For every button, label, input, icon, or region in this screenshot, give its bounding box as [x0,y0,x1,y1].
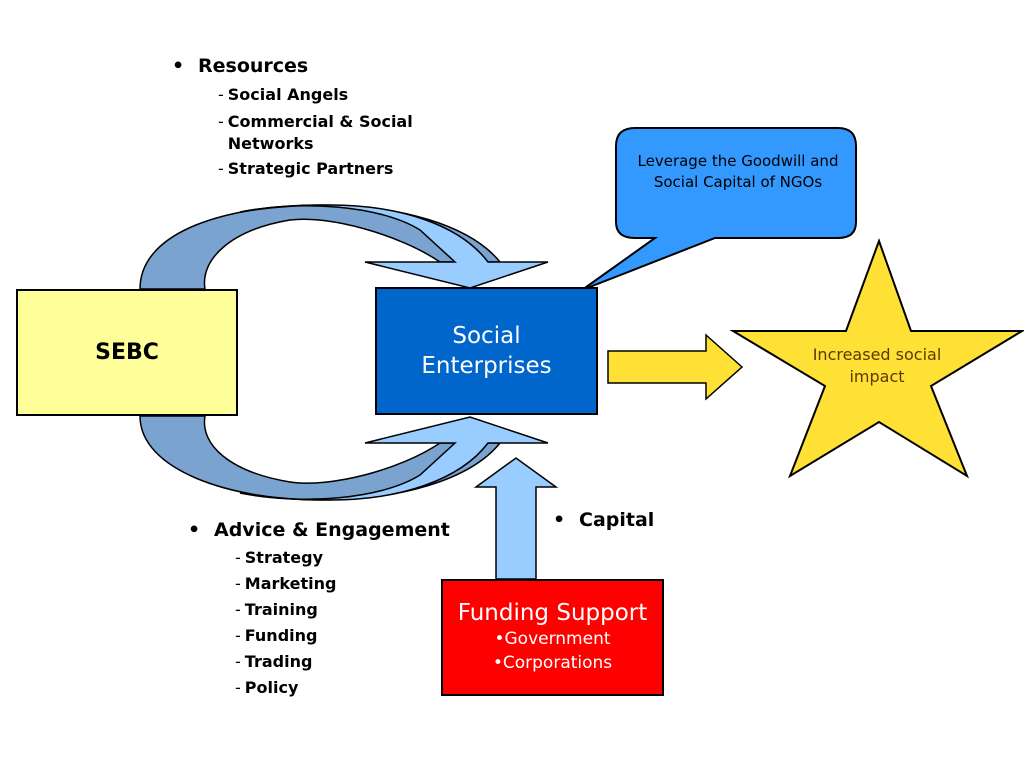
advice-item-text: Marketing [244,574,337,593]
dash-glyph: - [235,626,241,645]
callout-text: Leverage the Goodwill and Social Capital… [637,152,839,191]
advice-item-text: Training [244,600,318,619]
resources-item-text: Social Angels [227,85,349,104]
dash-glyph: - [218,112,224,131]
advice-item-text: Trading [244,652,313,671]
dash-glyph: - [235,652,241,671]
funding-item-corporations: •Corporations [492,653,613,673]
resources-heading: • Resources [172,55,308,77]
advice-item: -Strategy [235,545,336,571]
advice-item-text: Policy [244,678,299,697]
advice-item-text: Strategy [244,548,324,567]
bullet-glyph: • [188,519,201,541]
resources-item: -Commercial & Social Networks [218,111,448,155]
bottom-cycle-arrow-back [139,415,502,501]
dash-glyph: - [235,600,241,619]
impact-star [729,238,1024,479]
advice-list: -Strategy -Marketing -Training -Funding … [235,545,336,701]
resources-list: -Social Angels -Commercial & Social Netw… [218,82,448,182]
advice-item: -Trading [235,649,336,675]
callout-bubble [581,127,857,291]
funding-support-box: Funding Support •Government •Corporation… [441,579,664,696]
social-enterprises-box: Social Enterprises [375,287,598,415]
funding-item-government: •Government [494,629,611,649]
capital-up-arrow [473,457,559,580]
advice-heading-text: Advice & Engagement [214,519,450,541]
advice-item: -Policy [235,675,336,701]
advice-item: -Marketing [235,571,336,597]
dash-glyph: - [218,159,224,178]
dash-glyph: - [235,548,241,567]
top-cycle-arrow-back [139,204,502,290]
advice-item: -Training [235,597,336,623]
capital-heading: • Capital [553,509,654,531]
impact-arrow [607,333,744,401]
resources-item: -Strategic Partners [218,156,448,182]
advice-item: -Funding [235,623,336,649]
dash-glyph: - [218,85,224,104]
social-enterprises-line2: Enterprises [421,353,552,379]
resources-heading-text: Resources [198,55,309,77]
sebc-box: SEBC [16,289,238,416]
funding-support-title: Funding Support [457,600,648,626]
dash-glyph: - [235,574,241,593]
resources-item: -Social Angels [218,82,448,108]
sebc-label: SEBC [95,340,159,365]
resources-item-text: Strategic Partners [227,159,394,178]
bullet-glyph: • [553,509,566,531]
resources-item-text: Commercial & Social Networks [227,112,413,153]
capital-heading-text: Capital [579,509,655,531]
advice-heading: • Advice & Engagement [188,519,450,541]
bullet-glyph: • [172,55,185,77]
advice-item-text: Funding [244,626,318,645]
dash-glyph: - [235,678,241,697]
top-cycle-arrow-front [239,204,549,289]
bottom-cycle-arrow-front [239,416,549,501]
star-text: Increased social impact [812,345,942,386]
social-enterprises-line1: Social [452,323,521,349]
